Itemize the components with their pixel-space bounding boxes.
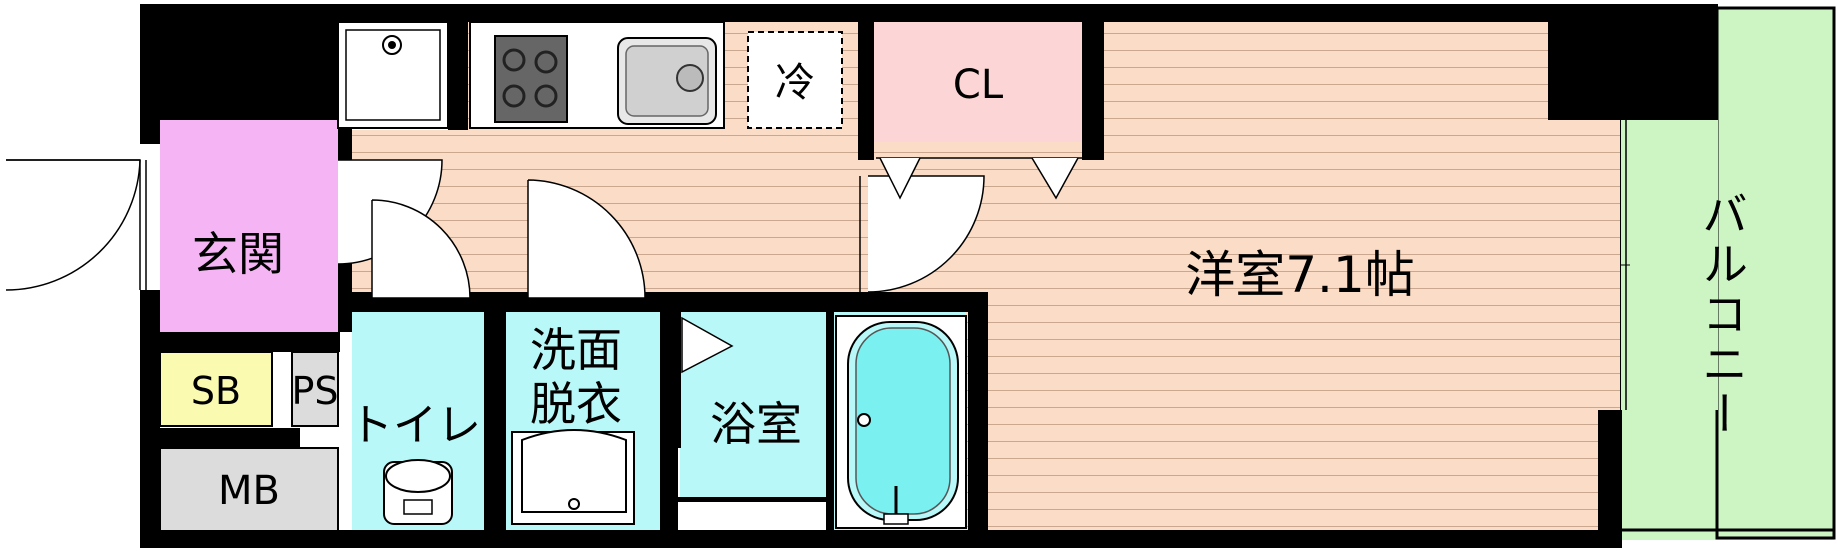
- toilet-fixture: [383, 459, 453, 525]
- closet-label: CL: [953, 62, 1004, 108]
- closet: [872, 22, 1082, 142]
- kitchen-counter: [469, 21, 725, 129]
- bathroom-door: [675, 312, 734, 448]
- walls: [140, 4, 1718, 548]
- fridge-space: [747, 31, 843, 129]
- pipe-space-label: PS: [291, 369, 338, 413]
- entrance: [158, 120, 338, 332]
- shoe-box: [159, 351, 273, 427]
- bathtub: [835, 315, 967, 529]
- balcony-label: バルコニー: [1695, 190, 1749, 440]
- door-swings: [5, 144, 1084, 299]
- meter-box: [159, 447, 339, 533]
- balcony: [1615, 6, 1836, 540]
- toilet-label: トイレ: [349, 400, 481, 451]
- western-room-label: 洋室7.1帖: [1185, 246, 1415, 304]
- entrance-label: 玄関: [192, 227, 284, 281]
- bathroom-label: 浴室: [710, 397, 802, 451]
- washroom-label-line1: 洗面: [530, 323, 622, 377]
- washing-machine-space: [337, 21, 449, 129]
- pipe-space: [291, 351, 339, 427]
- shoe-box-label: SB: [191, 369, 241, 413]
- washroom-label-line2: 脱衣: [530, 377, 622, 431]
- washbasin-fixture: [511, 429, 635, 525]
- fridge-label: 冷: [775, 60, 815, 106]
- meter-box-label: MB: [218, 468, 280, 514]
